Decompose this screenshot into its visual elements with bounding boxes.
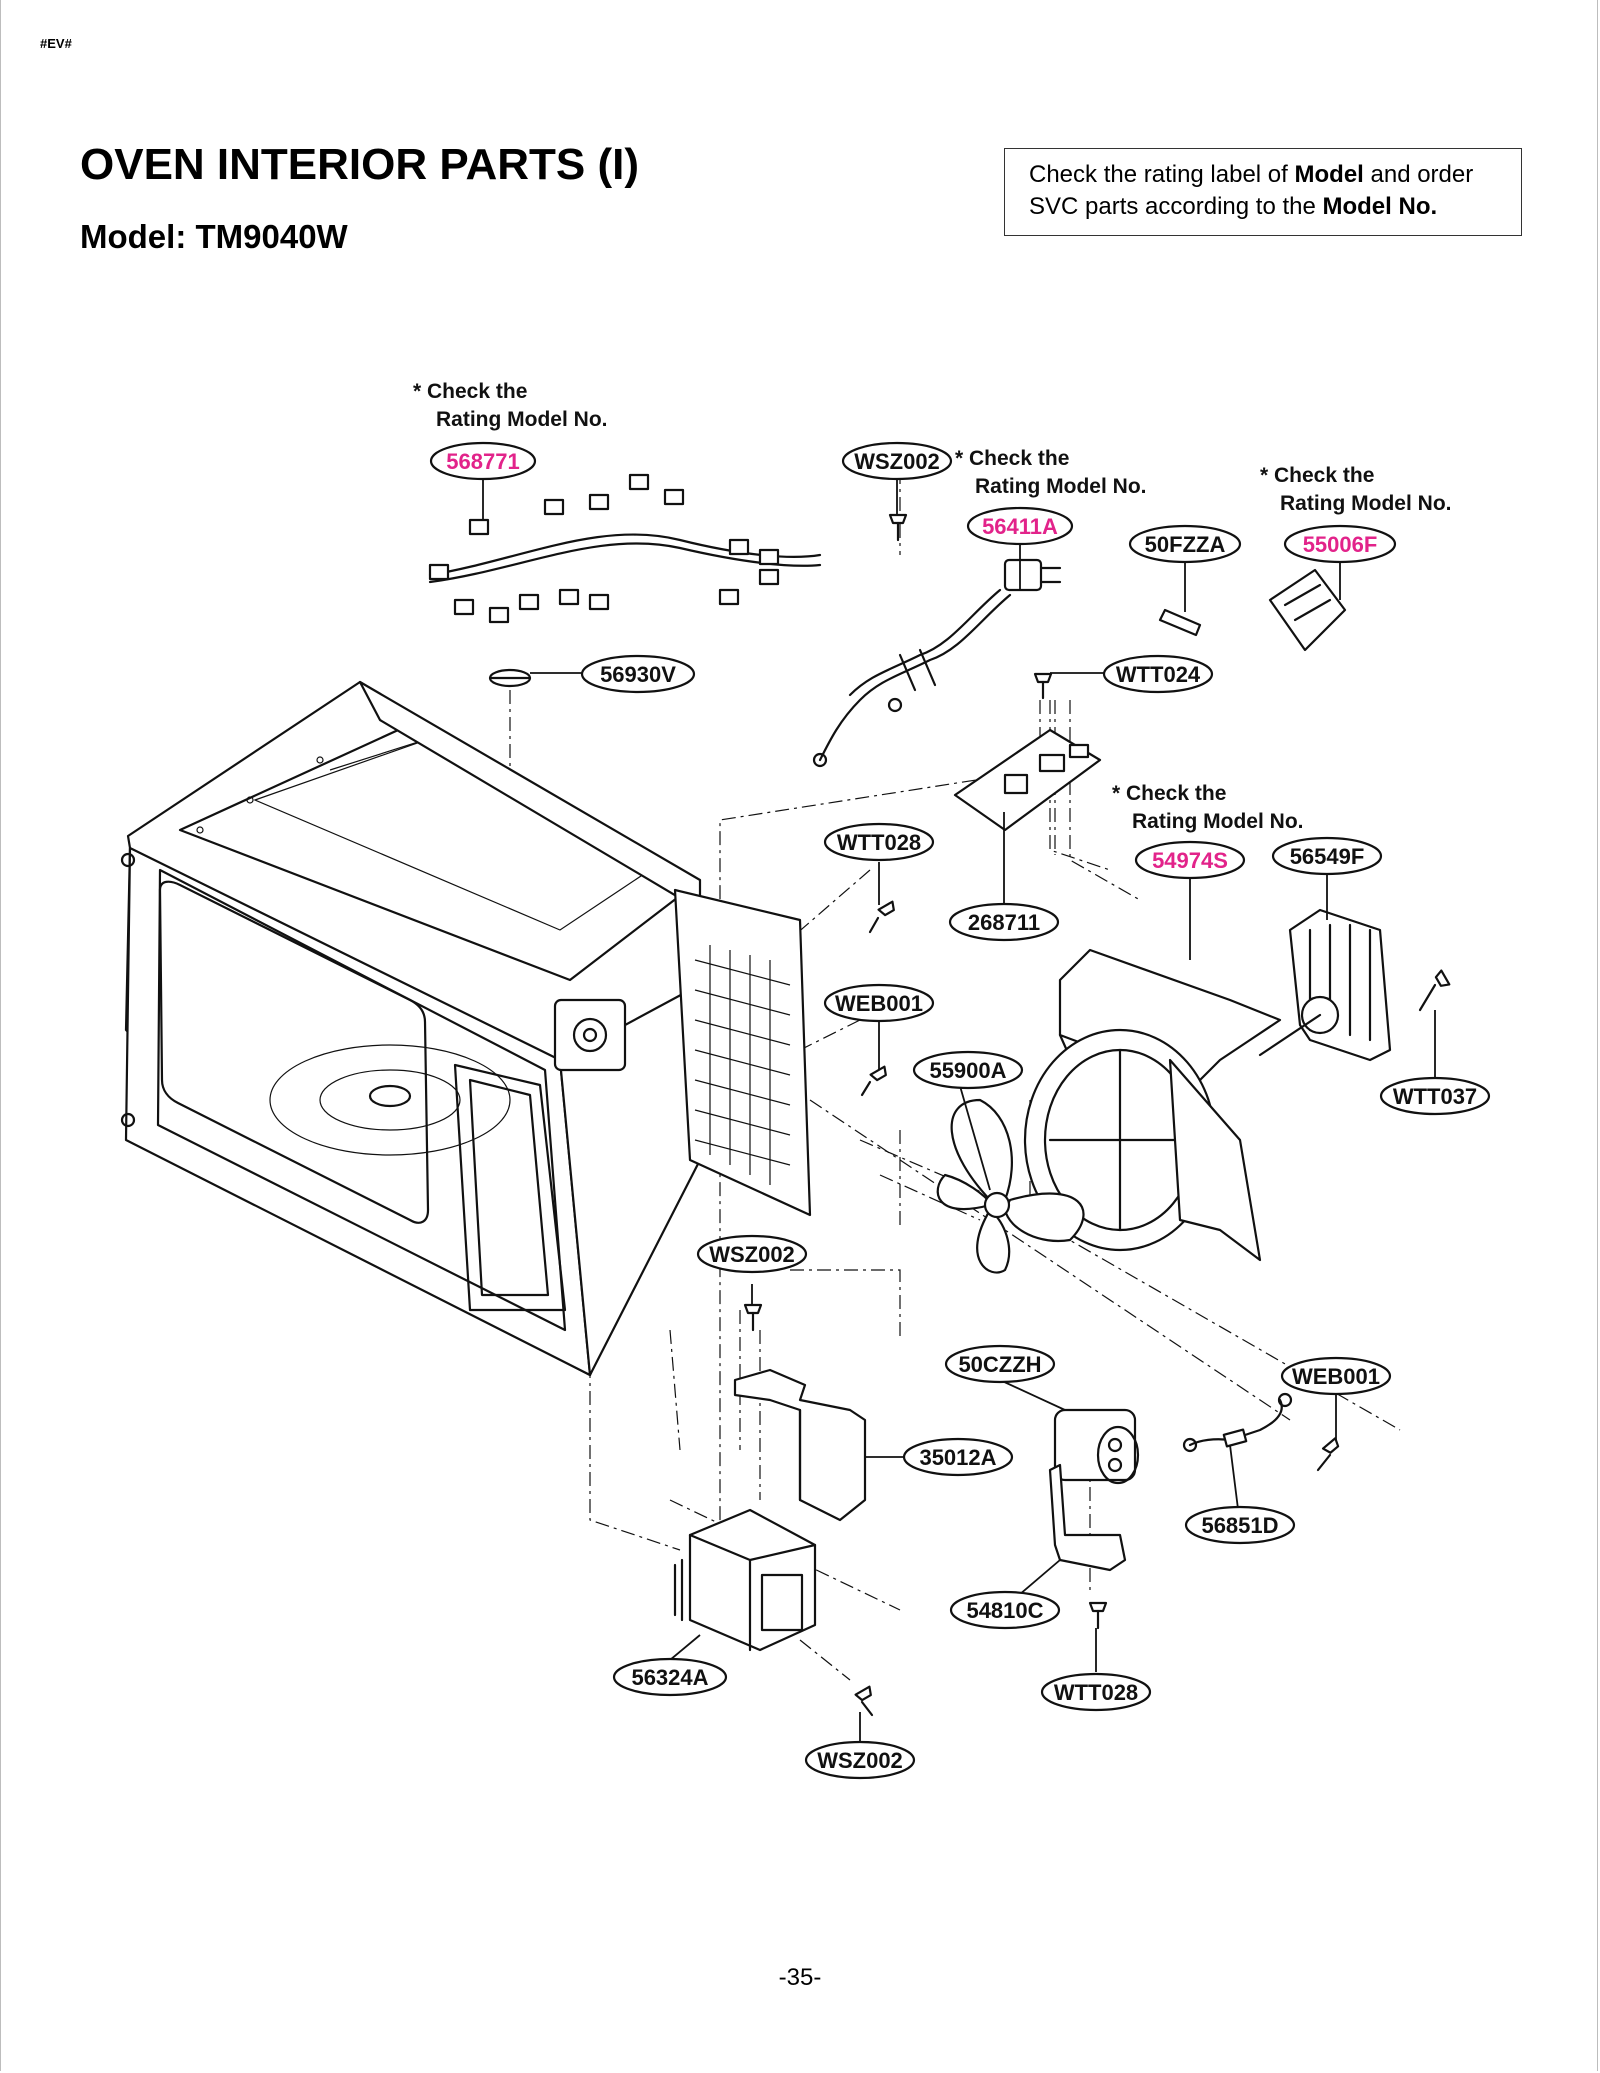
rating-note-4-line1: * Check the bbox=[1112, 782, 1226, 805]
note-text-2: and order bbox=[1363, 161, 1474, 188]
callout-wsz002-top: WSZ002 bbox=[841, 441, 953, 481]
callout-label: 268711 bbox=[968, 910, 1040, 935]
rating-note-2-line1: * Check the bbox=[955, 447, 1069, 470]
callout-label: WSZ002 bbox=[854, 449, 940, 474]
magnetron bbox=[673, 1508, 817, 1652]
oven-cavity bbox=[120, 680, 812, 1377]
callout-label: WTT024 bbox=[1116, 662, 1201, 687]
rating-note-3-line2: Rating Model No. bbox=[1280, 492, 1452, 515]
rating-note-2-line2: Rating Model No. bbox=[975, 475, 1147, 498]
callout-label: WSZ002 bbox=[817, 1748, 903, 1773]
callout-label: 56851D bbox=[1201, 1513, 1278, 1538]
callout-56549f: 56549F bbox=[1271, 836, 1383, 876]
callout-54810c: 54810C bbox=[949, 1590, 1061, 1630]
fuse bbox=[1158, 608, 1202, 637]
callout-label: 50CZZH bbox=[958, 1352, 1041, 1377]
callout-50fzza: 50FZZA bbox=[1128, 524, 1242, 564]
document-code: #EV# bbox=[40, 36, 72, 51]
callout-wsz002-bottom: WSZ002 bbox=[804, 1740, 916, 1780]
callout-web001-right: WEB001 bbox=[1280, 1356, 1392, 1396]
callout-label: 55900A bbox=[929, 1058, 1006, 1083]
note-bold-model-no: Model No. bbox=[1322, 193, 1438, 220]
callout-wtt028-bottom: WTT028 bbox=[1040, 1672, 1152, 1712]
callout-268711: 268711 bbox=[948, 902, 1060, 942]
page-title: OVEN INTERIOR PARTS (I) bbox=[80, 140, 639, 189]
callout-56411a: 56411A bbox=[966, 506, 1074, 546]
callout-label: 56324A bbox=[631, 1665, 708, 1690]
callout-label: WTT028 bbox=[837, 830, 921, 855]
ordering-note: Check the rating label of Model and orde… bbox=[1004, 148, 1522, 236]
callout-label: WTT037 bbox=[1393, 1084, 1477, 1109]
callout-54974s: 54974S bbox=[1134, 840, 1246, 880]
fan-blade bbox=[936, 1098, 1085, 1274]
callout-label: 568771 bbox=[446, 449, 519, 474]
callout-wtt024: WTT024 bbox=[1102, 654, 1214, 694]
callout-label: WSZ002 bbox=[709, 1242, 795, 1267]
callout-label: WEB001 bbox=[835, 991, 923, 1016]
callout-wtt037: WTT037 bbox=[1379, 1076, 1491, 1116]
note-text-3: SVC parts according to the bbox=[1029, 193, 1323, 220]
wire-harness bbox=[428, 473, 822, 624]
callout-label: 54974S bbox=[1152, 848, 1228, 873]
part-callouts: 568771 WSZ002 56411A 50FZZA 55006F 56930… bbox=[429, 441, 1491, 1780]
fan-motor bbox=[1258, 908, 1392, 1062]
fan-motor-bracket bbox=[1023, 948, 1282, 1262]
rating-note-1-line2: Rating Model No. bbox=[436, 408, 608, 431]
power-cord bbox=[812, 558, 1062, 768]
rating-note-1-line1: * Check the bbox=[413, 380, 527, 403]
hv-capacitor bbox=[1053, 1408, 1140, 1485]
note-bold-model: Model bbox=[1294, 161, 1364, 188]
callout-label: 50FZZA bbox=[1145, 532, 1226, 557]
callout-label: 56930V bbox=[600, 662, 676, 687]
callout-55006f: 55006F bbox=[1283, 524, 1397, 564]
callout-label: 54810C bbox=[966, 1598, 1043, 1623]
callout-wsz002-mid: WSZ002 bbox=[696, 1234, 808, 1274]
callout-label: WEB001 bbox=[1292, 1364, 1380, 1389]
callout-56851d: 56851D bbox=[1184, 1505, 1296, 1545]
rating-notes: * Check the Rating Model No. * Check the… bbox=[413, 380, 1452, 833]
callout-35012a: 35012A bbox=[902, 1437, 1014, 1477]
callout-wtt028-top: WTT028 bbox=[823, 822, 935, 862]
rating-note-4-line2: Rating Model No. bbox=[1132, 810, 1304, 833]
callout-label: 56411A bbox=[982, 514, 1058, 539]
control-board bbox=[953, 728, 1102, 832]
thermostat bbox=[488, 668, 532, 688]
callout-label: 55006F bbox=[1303, 532, 1378, 557]
callout-label: 35012A bbox=[919, 1445, 996, 1470]
shield-plate bbox=[733, 1368, 867, 1522]
rating-note-3-line1: * Check the bbox=[1260, 464, 1374, 487]
callout-56324a: 56324A bbox=[612, 1657, 728, 1697]
callout-56930v: 56930V bbox=[580, 654, 696, 694]
hv-diode bbox=[1182, 1392, 1293, 1453]
callout-web001-mid: WEB001 bbox=[823, 983, 935, 1023]
page-number: -35- bbox=[778, 1964, 822, 1991]
callout-label: WTT028 bbox=[1054, 1680, 1138, 1705]
callout-50czzh: 50CZZH bbox=[944, 1344, 1056, 1384]
capacitor-bracket bbox=[1048, 1463, 1127, 1572]
note-text-1: Check the rating label of bbox=[1029, 161, 1295, 188]
callout-label: 56549F bbox=[1290, 844, 1365, 869]
callout-568771: 568771 bbox=[429, 441, 537, 481]
callout-55900a: 55900A bbox=[912, 1050, 1024, 1090]
switch-bracket bbox=[1268, 568, 1347, 652]
model-number: Model: TM9040W bbox=[80, 218, 348, 255]
